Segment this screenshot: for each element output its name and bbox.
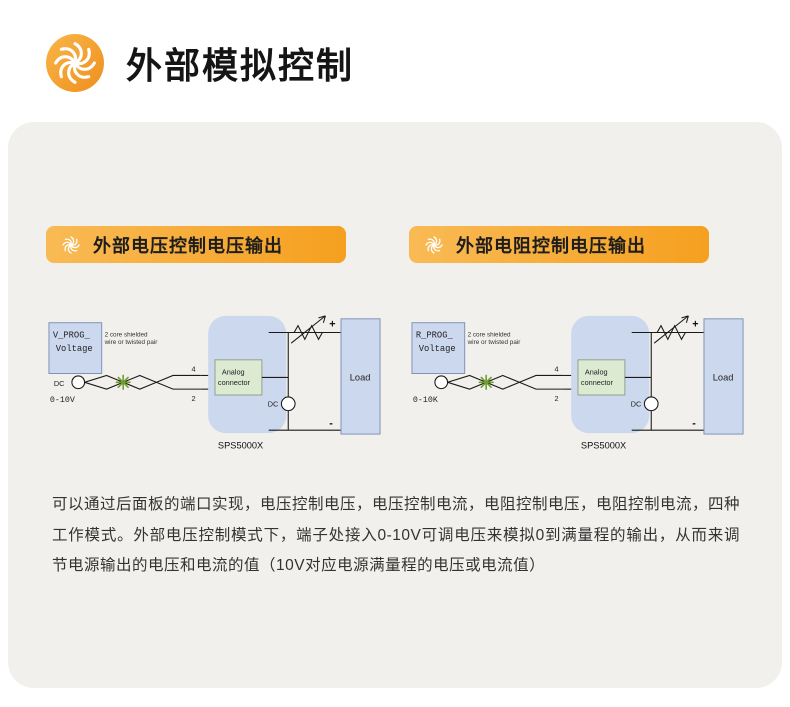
minus-label: - [329, 417, 333, 429]
connector-label-line2: connector [581, 378, 614, 387]
resistor-arrow [290, 315, 326, 344]
load-label: Load [713, 372, 734, 382]
wire-label-line2: wire or twisted pair [467, 339, 521, 346]
pin-top-label: 4 [555, 365, 559, 374]
source-range-label: 0-10K [413, 396, 438, 405]
page-title: 外部模拟控制 [126, 45, 355, 86]
wire-label-line2: wire or twisted pair [104, 339, 158, 346]
load-box [340, 318, 381, 435]
section-voltage-control: 外部电压控制电压输出 V_PROG_ Voltage DC 0-10V [46, 226, 383, 462]
wire-label-line1: 2 core shielded [468, 331, 511, 338]
connector-label-line1: Analog [585, 367, 608, 376]
connector-label-line1: Analog [222, 367, 245, 376]
badge-label: 外部电压控制电压输出 [93, 235, 283, 256]
source-label-line1: V_PROG_ [53, 330, 91, 340]
badge-resistance-control: 外部电阻控制电压输出 [409, 226, 709, 263]
source-label-line2: Voltage [56, 344, 93, 354]
twisted-wire-b [84, 374, 201, 390]
twisted-wire-b [447, 374, 564, 390]
circuit-diagram-voltage: V_PROG_ Voltage DC 0-10V 2 core shielded… [48, 315, 381, 451]
twisted-pair-icon [478, 374, 494, 390]
analog-connector-box [214, 359, 263, 396]
source-range-label: 0-10V [50, 396, 75, 405]
resistor-icon [293, 324, 323, 341]
content-panel: 外部电压控制电压输出 V_PROG_ Voltage DC 0-10V [8, 122, 782, 688]
load-box [703, 318, 744, 435]
diagram-sections: 外部电压控制电压输出 V_PROG_ Voltage DC 0-10V [46, 226, 746, 462]
connector-label-line2: connector [218, 378, 251, 387]
load-label: Load [350, 372, 371, 382]
resistor-arrow [653, 315, 689, 344]
pin-bottom-label: 2 [192, 394, 196, 403]
device-model-label: SPS5000X [218, 441, 263, 451]
dc-meter-icon [643, 396, 659, 412]
dc-source-icon [71, 375, 86, 390]
circuit-diagram-resistance: R_PROG_ Voltage 0-10K 2 core shielded wi… [411, 315, 744, 451]
wire-label-line1: 2 core shielded [105, 331, 148, 338]
dc-meter-icon [280, 396, 296, 412]
badge-label: 外部电阻控制电压输出 [456, 235, 646, 256]
resistance-source-icon [434, 375, 449, 390]
brand-swirl-icon [46, 34, 104, 92]
plus-label: + [692, 319, 698, 331]
device-model-label: SPS5000X [581, 441, 626, 451]
swirl-icon [422, 233, 446, 257]
header: 外部模拟控制 [0, 0, 790, 92]
dc-meter-label: DC [631, 400, 642, 409]
badge-voltage-control: 外部电压控制电压输出 [46, 226, 346, 263]
dc-meter-label: DC [268, 400, 279, 409]
twisted-wire-a [447, 374, 564, 390]
source-box [48, 322, 103, 374]
swirl-icon [59, 233, 83, 257]
source-label-line2: Voltage [419, 344, 456, 354]
section-resistance-control: 外部电阻控制电压输出 R_PROG_ Voltage 0-10K [409, 226, 746, 462]
source-box [411, 322, 466, 374]
twisted-pair-icon [115, 374, 131, 390]
twisted-wire-a [84, 374, 201, 390]
resistor-icon [656, 324, 686, 341]
pin-bottom-label: 2 [555, 394, 559, 403]
source-label-line1: R_PROG_ [416, 330, 454, 340]
plus-label: + [329, 319, 335, 331]
pin-top-label: 4 [192, 365, 196, 374]
minus-label: - [692, 417, 696, 429]
description-text: 可以通过后面板的端口实现，电压控制电压，电压控制电流，电阻控制电压，电阻控制电流… [52, 496, 741, 574]
source-dc-label: DC [54, 379, 65, 388]
analog-connector-box [577, 359, 626, 396]
